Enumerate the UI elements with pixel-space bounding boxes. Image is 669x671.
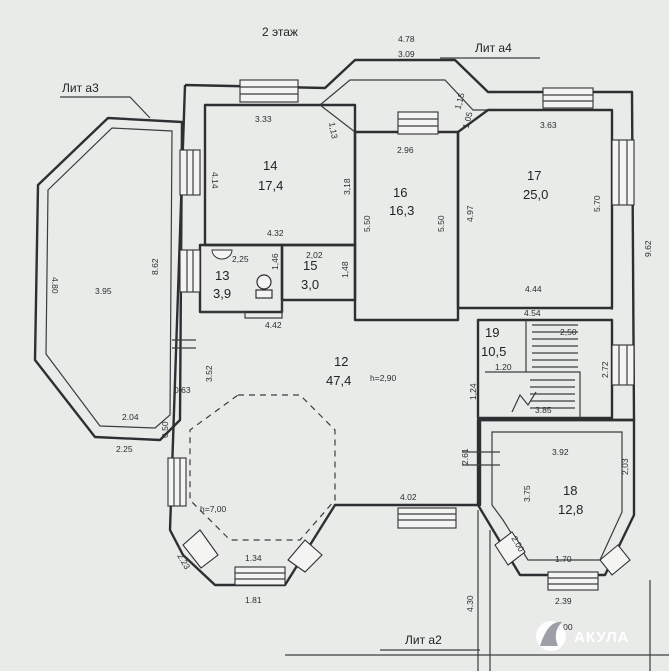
room-14-area: 17,4 xyxy=(258,178,283,193)
dim-label: 1,15 xyxy=(453,92,467,111)
dim-label: 5.50 xyxy=(362,215,372,232)
wall-room-19 xyxy=(476,318,614,420)
dim-label: 4.14 xyxy=(210,172,220,189)
dim-label: 4.32 xyxy=(267,228,284,238)
dim-label: 3.52 xyxy=(204,365,214,382)
dim-label: 1.70 xyxy=(555,554,572,564)
wall-left-wing-inner xyxy=(45,127,173,429)
dim-label: 3.63 xyxy=(540,120,557,130)
room-13-area: 3,9 xyxy=(213,286,231,301)
dim-label: 2,03 xyxy=(620,458,630,475)
room-17-number: 17 xyxy=(527,168,541,183)
room-16-number: 16 xyxy=(393,185,407,200)
wall-room-18-inner xyxy=(491,431,623,561)
dim-label: 2.96 xyxy=(397,145,414,155)
door-marks xyxy=(172,339,500,466)
height-main: h=2,90 xyxy=(370,373,397,383)
dim-label: 9.62 xyxy=(643,240,653,257)
dim-label: 0.50 xyxy=(160,421,170,438)
dim-label: 1,48 xyxy=(340,261,350,278)
dim-label: 2,25 xyxy=(232,254,249,264)
dim-label: 4.54 xyxy=(524,308,541,318)
shark-fin-icon xyxy=(540,621,562,646)
dim-label: 3.75 xyxy=(522,485,532,502)
logo: АКУЛА xyxy=(536,621,629,651)
dim-label: 2.39 xyxy=(555,596,572,606)
lit-a3-label: Лит а3 xyxy=(62,81,99,95)
dim-label: 3.92 xyxy=(552,447,569,457)
dim-label: 4.78 xyxy=(398,34,415,44)
dim-label: 3,18 xyxy=(342,178,352,195)
room-18-number: 18 xyxy=(563,483,577,498)
dim-label: 2.23 xyxy=(175,552,192,572)
room-13-number: 13 xyxy=(215,268,229,283)
dim-label: 5.50 xyxy=(436,215,446,232)
dim-label: 8.62 xyxy=(150,258,160,275)
dim-label: 2.72 xyxy=(600,361,610,378)
wall-bath-partition xyxy=(200,300,283,319)
leader-a3 xyxy=(60,96,151,119)
lit-a4-label: Лит а4 xyxy=(475,41,512,55)
height-octagon: h=7,00 xyxy=(200,504,227,514)
dim-label: 1,05 xyxy=(461,111,475,130)
dim-label: 3.85 xyxy=(535,405,552,415)
dim-label: 5.70 xyxy=(592,195,602,212)
dim-label: 3.95 xyxy=(95,286,112,296)
wall-room-19-inner xyxy=(485,371,581,418)
dim-label: 4.42 xyxy=(265,320,282,330)
dim-label: 1.20 xyxy=(495,362,512,372)
octagon-outline xyxy=(189,394,336,541)
lit-a2-label: Лит а2 xyxy=(405,633,442,647)
dim-label: 4.00 xyxy=(556,622,573,632)
dim-label: 3.33 xyxy=(255,114,272,124)
sink-icon xyxy=(211,249,233,260)
room-16-area: 16,3 xyxy=(389,203,414,218)
dim-label: 1,13 xyxy=(327,121,340,139)
dim-label: 2.61 xyxy=(460,448,470,465)
dim-label: 0.63 xyxy=(174,385,191,395)
dim-label: 4.02 xyxy=(400,492,417,502)
dim-label: 2,02 xyxy=(306,250,323,260)
dim-label: 2.04 xyxy=(122,412,139,422)
dim-label: 2.25 xyxy=(116,444,133,454)
room-15-area: 3,0 xyxy=(301,277,319,292)
dim-label: 1,46 xyxy=(270,253,280,270)
dim-label: 2,50 xyxy=(560,327,577,337)
room-15-number: 15 xyxy=(303,258,317,273)
room-12-number: 12 xyxy=(334,354,348,369)
dim-label: 4.44 xyxy=(525,284,542,294)
toilet-icon xyxy=(255,274,273,299)
logo-text: АКУЛА xyxy=(574,629,629,646)
room-18-area: 12,8 xyxy=(558,502,583,517)
dim-label: 4.30 xyxy=(465,595,475,612)
room-12-area: 47,4 xyxy=(326,373,351,388)
dim-label: 1.34 xyxy=(245,553,262,563)
floor-title: 2 этаж xyxy=(262,25,298,39)
wall-room-14-corner xyxy=(319,104,356,133)
room-19-area: 10,5 xyxy=(481,344,506,359)
room-14-number: 14 xyxy=(263,158,277,173)
room-17-area: 25,0 xyxy=(523,187,548,202)
windows xyxy=(167,79,635,591)
dim-label: 4.97 xyxy=(465,205,475,222)
stairs xyxy=(511,320,578,413)
wall-room-17 xyxy=(456,108,614,310)
dim-label: 1,24 xyxy=(468,383,478,400)
dim-label: 4.80 xyxy=(50,277,60,294)
wall-room-15 xyxy=(280,243,357,302)
wall-main-outline xyxy=(168,58,636,587)
dim-label: 1.81 xyxy=(245,595,262,605)
room-19-number: 19 xyxy=(485,325,499,340)
dim-label: 3.09 xyxy=(398,49,415,59)
